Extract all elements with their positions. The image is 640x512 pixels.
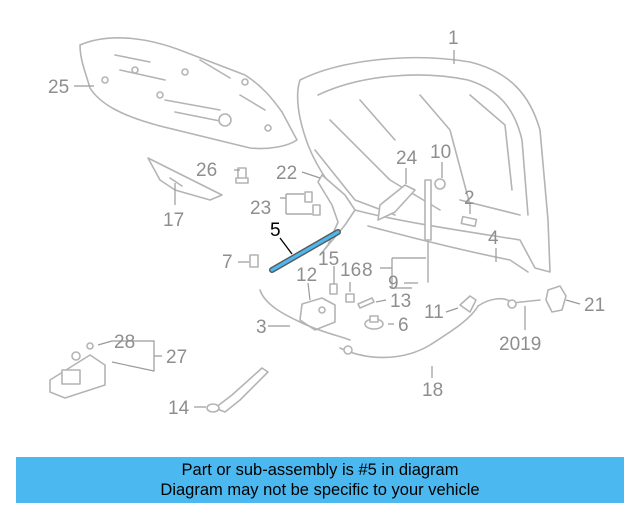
hood-insulator [79, 37, 298, 150]
parts-diagram: 1 25 26 17 22 23 24 10 2 4 5 7 15 16 8 9… [48, 28, 605, 419]
callout-14: 14 [168, 398, 190, 419]
bolts-23 [304, 191, 321, 216]
nut-16 [345, 293, 355, 303]
callout-12: 12 [296, 265, 317, 286]
callout-2: 2 [464, 188, 475, 209]
hood-latch [299, 297, 336, 331]
callout-18: 18 [422, 380, 443, 401]
latch-assembly-27 [49, 342, 106, 399]
hood-strut [424, 179, 432, 283]
banner-line-2: Diagram may not be specific to your vehi… [160, 481, 480, 499]
part-5-highlighted [269, 229, 341, 273]
callout-17: 17 [163, 210, 184, 231]
hood-seal [367, 225, 529, 273]
callout-26: 26 [196, 160, 217, 181]
callout-16: 16 [340, 260, 361, 281]
callout-25: 25 [48, 77, 69, 98]
hood-panel [296, 56, 551, 273]
callout-21: 21 [584, 295, 605, 316]
callout-4: 4 [488, 228, 499, 249]
hood-bumper [434, 178, 446, 190]
release-handle [545, 285, 567, 313]
callout-23: 23 [250, 198, 271, 219]
release-cable-3 [259, 289, 351, 341]
clip-15 [329, 283, 338, 295]
callout-10: 10 [430, 142, 451, 163]
bumper-6 [364, 315, 384, 330]
callout-1: 1 [448, 28, 459, 49]
info-banner: Part or sub-assembly is #5 in diagram Di… [16, 457, 624, 503]
callout-6: 6 [398, 315, 409, 336]
callout-11: 11 [424, 302, 444, 323]
hood-hinge [377, 184, 416, 221]
callout-7: 7 [222, 252, 233, 273]
clip-11 [459, 295, 477, 313]
release-cable-18 [339, 305, 479, 359]
leader-lines [74, 50, 581, 408]
callout-13: 13 [390, 291, 411, 312]
bolt-13 [357, 297, 375, 309]
callout-28: 28 [114, 332, 135, 353]
callout-15: 15 [318, 249, 339, 270]
callout-27: 27 [166, 347, 187, 368]
callout-5: 5 [270, 220, 281, 241]
banner-line-1: Part or sub-assembly is #5 in diagram [181, 461, 459, 479]
callout-24: 24 [396, 148, 418, 169]
callout-2019: 2019 [499, 334, 541, 355]
hinge-arm [317, 174, 356, 256]
clip-26 [235, 167, 249, 184]
latch-shield [147, 157, 223, 201]
callout-3: 3 [256, 317, 267, 338]
cable-2019 [477, 297, 541, 309]
part-5-fill [270, 230, 340, 272]
callout-labels: 1 25 26 17 22 23 24 10 2 4 5 7 15 16 8 9… [48, 28, 605, 419]
callout-8: 8 [362, 260, 373, 281]
clip-7 [249, 254, 259, 268]
callout-22: 22 [276, 163, 297, 184]
callout-9: 9 [388, 273, 399, 294]
cable-14 [214, 367, 269, 413]
